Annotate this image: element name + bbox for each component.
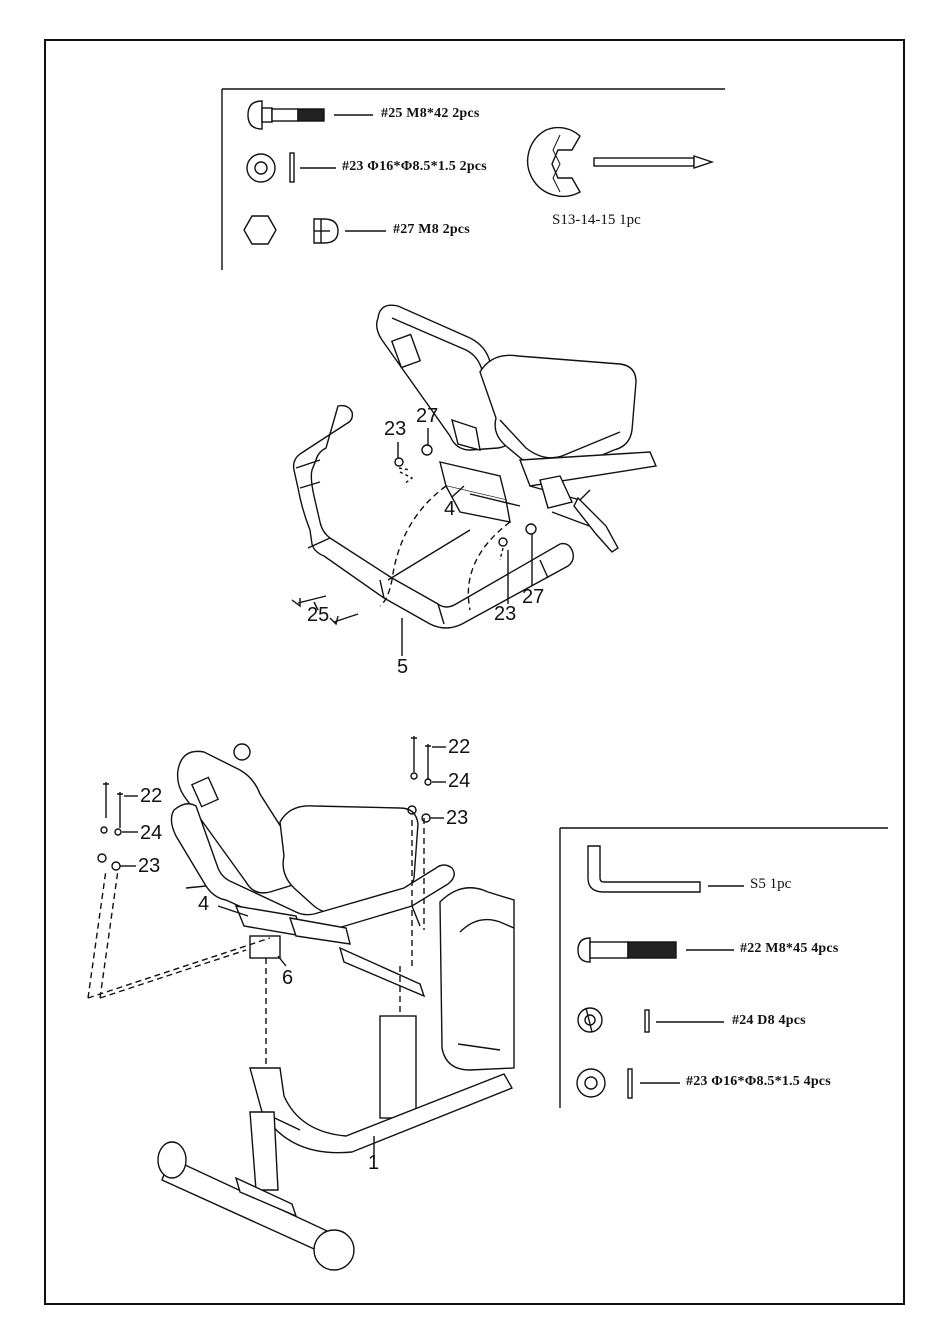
callout-23-left-step2: 23	[138, 855, 160, 878]
callout-5: 5	[397, 656, 408, 679]
bolt-25-label: #25 M8*42 2pcs	[381, 106, 479, 122]
spring-washer-icon	[578, 1008, 724, 1032]
callout-27-right: 27	[522, 586, 544, 609]
callout-23-left: 23	[384, 418, 406, 441]
washer-23-bottom-label: #23 Φ16*Φ8.5*1.5 4pcs	[686, 1074, 831, 1090]
callout-4-step1: 4	[444, 498, 455, 521]
carriage-bolt-icon	[248, 101, 373, 129]
allen-key-label: S5 1pc	[750, 876, 791, 893]
callout-24-right: 24	[448, 770, 470, 793]
callout-25: 25	[307, 604, 329, 627]
callout-6: 6	[282, 967, 293, 990]
callout-24-left: 24	[140, 822, 162, 845]
spring-washer-24-label: #24 D8 4pcs	[732, 1013, 806, 1029]
wrench-icon	[528, 128, 712, 197]
callout-22-right: 22	[448, 736, 470, 759]
bolt-22-label: #22 M8*45 4pcs	[740, 941, 838, 957]
hardware-box-bottom	[560, 828, 888, 1108]
washer-23-label: #23 Φ16*Φ8.5*1.5 2pcs	[342, 159, 487, 175]
callout-4-step2: 4	[198, 893, 209, 916]
hex-nut-icon	[244, 216, 386, 244]
wrench-label: S13-14-15 1pc	[552, 212, 641, 229]
flat-washer-icon-bottom	[577, 1069, 680, 1098]
allen-key-icon	[588, 846, 744, 892]
callout-23-right: 23	[494, 603, 516, 626]
callout-23-right-step2: 23	[446, 807, 468, 830]
callout-27-top: 27	[416, 405, 438, 428]
nut-27-label: #27 M8 2pcs	[393, 222, 470, 238]
callout-22-left: 22	[140, 785, 162, 808]
flat-washer-icon	[247, 153, 336, 182]
seat-handlebar-assembly	[292, 305, 656, 656]
callout-1: 1	[368, 1152, 379, 1175]
button-bolt-icon	[578, 938, 734, 962]
